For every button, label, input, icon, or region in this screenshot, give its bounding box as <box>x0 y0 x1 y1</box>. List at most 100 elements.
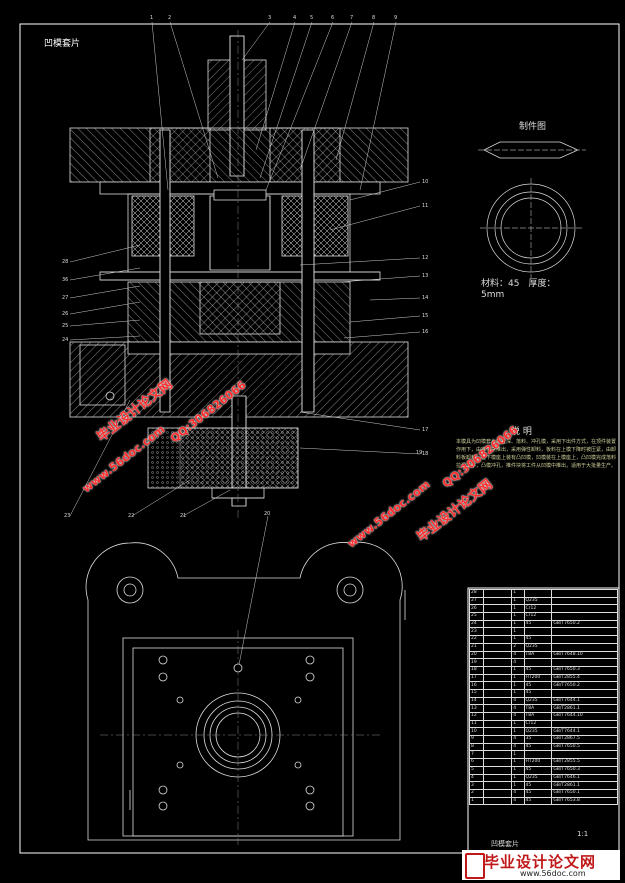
bom-cell <box>483 681 513 690</box>
callout-right: 15 <box>422 313 429 319</box>
bom-cell: 4 <box>511 658 525 667</box>
callout-right: 12 <box>422 255 429 261</box>
bom-cell <box>551 688 618 698</box>
frame-title: 凹模套片 <box>44 39 81 49</box>
bom-cell: 1 <box>511 619 525 629</box>
bom-cell: T8A <box>523 712 553 721</box>
bom-cell: 1 <box>511 719 525 729</box>
bom-cell: 35 <box>523 735 553 744</box>
leader-lines <box>69 21 421 671</box>
bom-cell: 1 <box>468 796 485 806</box>
bom-cell: 4 <box>511 796 525 806</box>
bom-cell: HT200 <box>523 673 553 683</box>
bom-cell: GB/T7648.10 <box>551 650 618 660</box>
bom-cell <box>523 750 553 760</box>
bom-cell: Cr12 <box>523 604 553 614</box>
bom-cell: 45 <box>523 681 553 690</box>
bom-cell <box>483 788 513 798</box>
callout-top: 6 <box>331 15 335 21</box>
callout-left: 25 <box>62 323 69 329</box>
bom-cell <box>483 750 513 760</box>
bom-cell <box>483 712 513 721</box>
bom-cell: 7 <box>468 750 485 760</box>
bom-cell: GB/T7650.1 <box>551 788 618 798</box>
bom-cell <box>483 781 513 790</box>
bom-cell: T8A <box>523 704 553 713</box>
bom-cell <box>483 704 513 713</box>
bom-cell: 45 <box>523 796 553 806</box>
callout-bottom: 22 <box>128 513 135 519</box>
bom-cell <box>523 627 553 637</box>
title-block-scale: 1:1 <box>577 830 589 838</box>
callout-right: 16 <box>422 329 429 335</box>
bom-cell <box>551 612 618 621</box>
callout-right: 17 <box>422 427 429 433</box>
bom-cell: Cr12 <box>523 612 553 621</box>
callout-right: 10 <box>422 179 429 185</box>
callout-top: 5 <box>310 15 314 21</box>
footer-brand: 毕业设计论文网 <box>484 853 597 871</box>
bom-cell: 28 <box>468 589 485 598</box>
bom-cell <box>551 604 618 614</box>
bom-cell: 9 <box>468 735 485 744</box>
bom-cell: GB/T7650.3 <box>551 665 618 675</box>
bom-cell <box>483 727 513 737</box>
bom-cell <box>483 758 513 767</box>
bom-cell <box>483 612 513 621</box>
callout-top: 8 <box>372 15 376 21</box>
bom-cell: 45 <box>523 635 553 644</box>
bom-cell: 5 <box>468 765 485 775</box>
bom-cell: GB/T7650.5 <box>551 742 618 752</box>
callout-left: 24 <box>62 337 69 343</box>
callout-right: 18 <box>422 451 429 457</box>
bom-cell: 45 <box>523 781 553 790</box>
bom-cell: GB/T7644.10 <box>551 712 618 721</box>
bom-cell: 45 <box>523 619 553 629</box>
bom-cell: 16 <box>468 681 485 690</box>
bom-cell: GB/T7644.1 <box>551 696 618 706</box>
bom-cell <box>551 635 618 644</box>
callout-top: 7 <box>350 15 354 21</box>
bom-cell: 11 <box>468 719 485 729</box>
bom-cell: Q235 <box>523 727 553 737</box>
bom-cell <box>483 735 513 744</box>
bom-cell: GB/T7644.1 <box>551 727 618 737</box>
bom-cell: 4 <box>511 704 525 713</box>
bom-cell: 1 <box>511 688 525 698</box>
bom-cell: GB/T7650.2 <box>551 681 618 690</box>
callout-top: 9 <box>394 15 398 21</box>
bom-cell <box>523 589 553 598</box>
footer-url: www.56doc.com <box>520 869 586 878</box>
bom-cell: GB/T7646.1 <box>551 773 618 783</box>
bom-cell: 23 <box>468 627 485 637</box>
bom-cell <box>483 696 513 706</box>
blank-view-label: 制件图 <box>519 122 547 132</box>
bom-cell <box>483 650 513 660</box>
bom-cell <box>523 658 553 667</box>
bom-cell: 2 <box>468 788 485 798</box>
bom-cell <box>483 627 513 637</box>
bom-cell: 10 <box>468 727 485 737</box>
callout-bottom: 19 <box>416 450 423 456</box>
bom-cell: 13 <box>468 704 485 713</box>
bom-cell: T8A <box>523 650 553 660</box>
bom-cell: 45 <box>523 742 553 752</box>
bom-cell <box>483 596 513 606</box>
bom-cell: 1 <box>511 773 525 783</box>
